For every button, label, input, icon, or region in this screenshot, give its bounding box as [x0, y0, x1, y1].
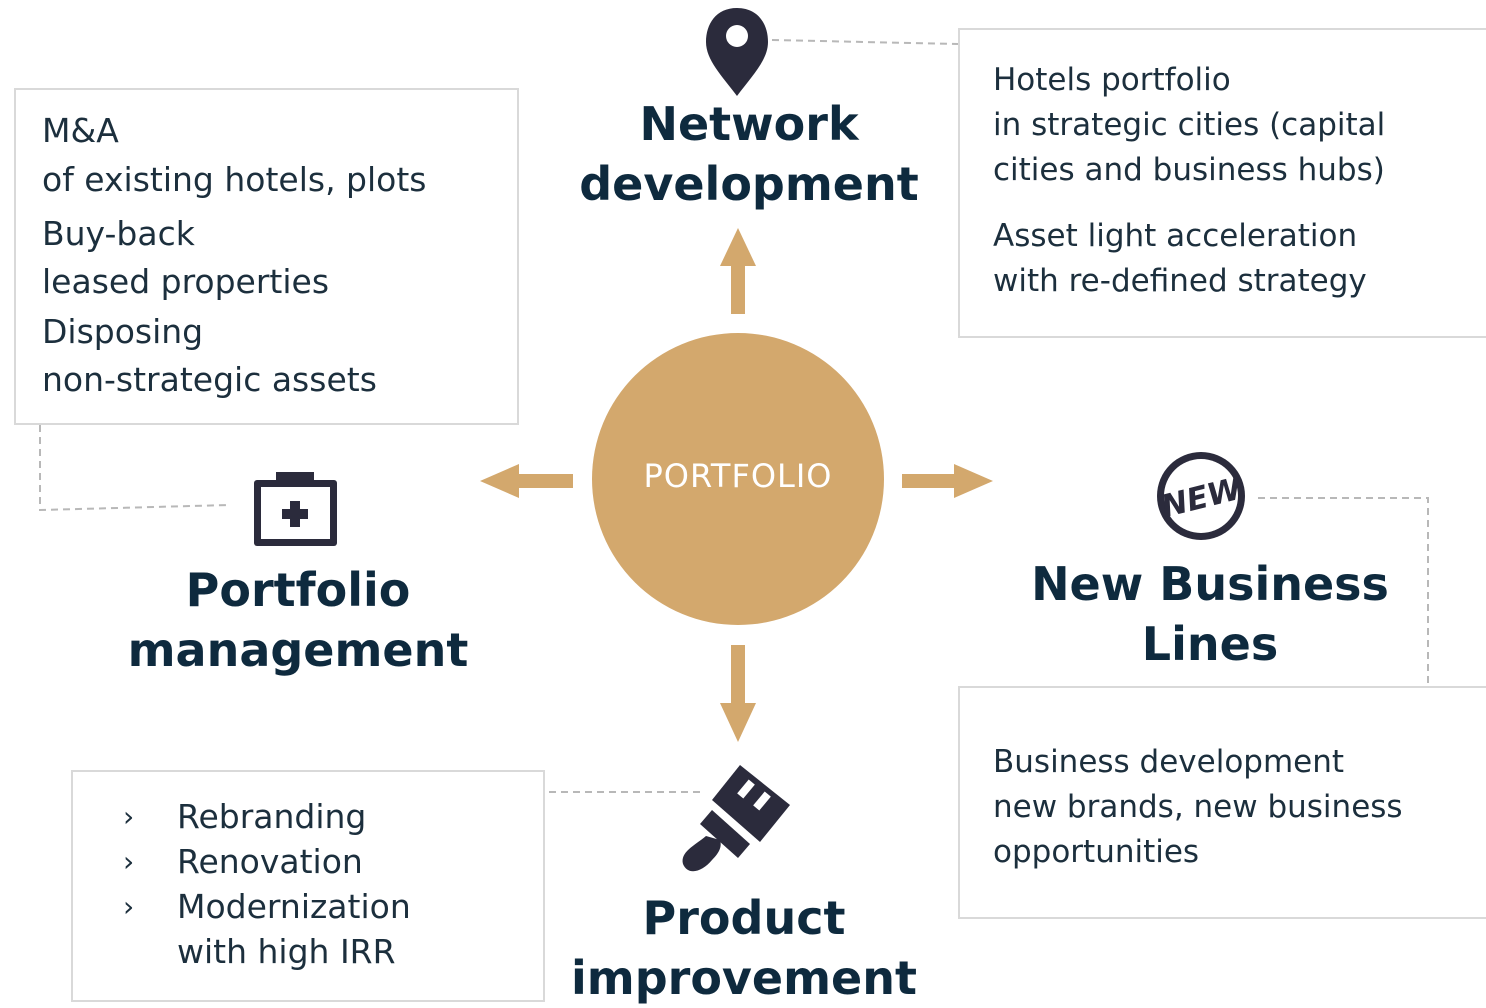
product-bullet-item: › Renovation — [115, 839, 411, 884]
product-bullet-continuation: with high IRR — [115, 929, 411, 974]
network-development-title: Network development — [574, 94, 924, 214]
arrow-up — [720, 228, 756, 314]
product-bullet-list: › Rebranding › Renovation › Modernization w… — [115, 794, 411, 974]
product-bullet-continuation-text: with high IRR — [177, 932, 396, 971]
product-bullet-text: Renovation — [177, 842, 363, 881]
new-badge-icon: NEW — [1157, 452, 1247, 540]
portfolio-box-text-6: non-strategic assets — [42, 360, 377, 399]
bullet-chevron-icon: › — [123, 845, 135, 878]
first-aid-kit-icon — [254, 472, 337, 546]
bullet-chevron-icon: › — [123, 800, 135, 833]
portfolio-circle — [592, 333, 884, 625]
newbiz-box-text-1: Business development — [993, 744, 1345, 780]
network-box-text-5: with re-defined strategy — [993, 263, 1367, 299]
newbiz-box-text-3: opportunities — [993, 834, 1200, 870]
portfolio-management-title: Portfolio management — [112, 560, 484, 680]
connector-newbiz — [1258, 497, 1429, 686]
connector-network — [771, 39, 959, 45]
product-bullet-text: Modernization — [177, 887, 411, 926]
network-box-text-4: Asset light acceleration — [993, 218, 1358, 254]
portfolio-management-title-line2: management — [127, 623, 469, 677]
network-box-text-3: cities and business hubs) — [993, 152, 1385, 188]
arrow-right — [902, 464, 993, 498]
portfolio-box-text-1: M&A — [42, 111, 119, 150]
portfolio-box-text-3: Buy-back — [42, 214, 195, 253]
paint-brush-icon — [682, 765, 790, 872]
portfolio-management-title-line1: Portfolio — [185, 563, 411, 617]
arrow-left — [480, 464, 573, 498]
product-bullet-item: › Modernization — [115, 884, 411, 929]
bullet-chevron-icon: › — [123, 890, 135, 923]
new-business-lines-title: New Business Lines — [1010, 554, 1410, 674]
portfolio-box-text-2: of existing hotels, plots — [42, 160, 427, 199]
network-development-box: Hotels portfolio in strategic cities (ca… — [958, 28, 1486, 338]
product-improvement-title-line1: Product — [642, 891, 846, 945]
new-business-lines-title-line1: New Business — [1031, 557, 1389, 611]
product-bullet-item: › Rebranding — [115, 794, 411, 839]
new-business-lines-box: Business development new brands, new bus… — [958, 686, 1486, 919]
arrow-down — [720, 645, 756, 742]
network-development-title-line2: development — [579, 157, 919, 211]
portfolio-box-text-4: leased properties — [42, 262, 330, 301]
location-pin-icon — [706, 8, 768, 96]
product-improvement-title-line2: improvement — [571, 951, 917, 1005]
network-box-text-1: Hotels portfolio — [993, 62, 1231, 98]
portfolio-center-label: PORTFOLIO — [643, 457, 833, 495]
connector-portfolio — [39, 425, 231, 512]
product-improvement-box: › Rebranding › Renovation › Modernization w… — [71, 770, 545, 1002]
network-development-title-line1: Network — [639, 97, 859, 151]
product-improvement-title: Product improvement — [556, 888, 932, 1008]
portfolio-management-box: M&A of existing hotels, plots Buy-back l… — [14, 88, 519, 425]
product-bullet-text: Rebranding — [177, 797, 367, 836]
network-box-text-2: in strategic cities (capital — [993, 107, 1386, 143]
newbiz-box-text-2: new brands, new business — [993, 789, 1403, 825]
new-business-lines-title-line2: Lines — [1141, 617, 1279, 671]
portfolio-box-text-5: Disposing — [42, 312, 204, 351]
